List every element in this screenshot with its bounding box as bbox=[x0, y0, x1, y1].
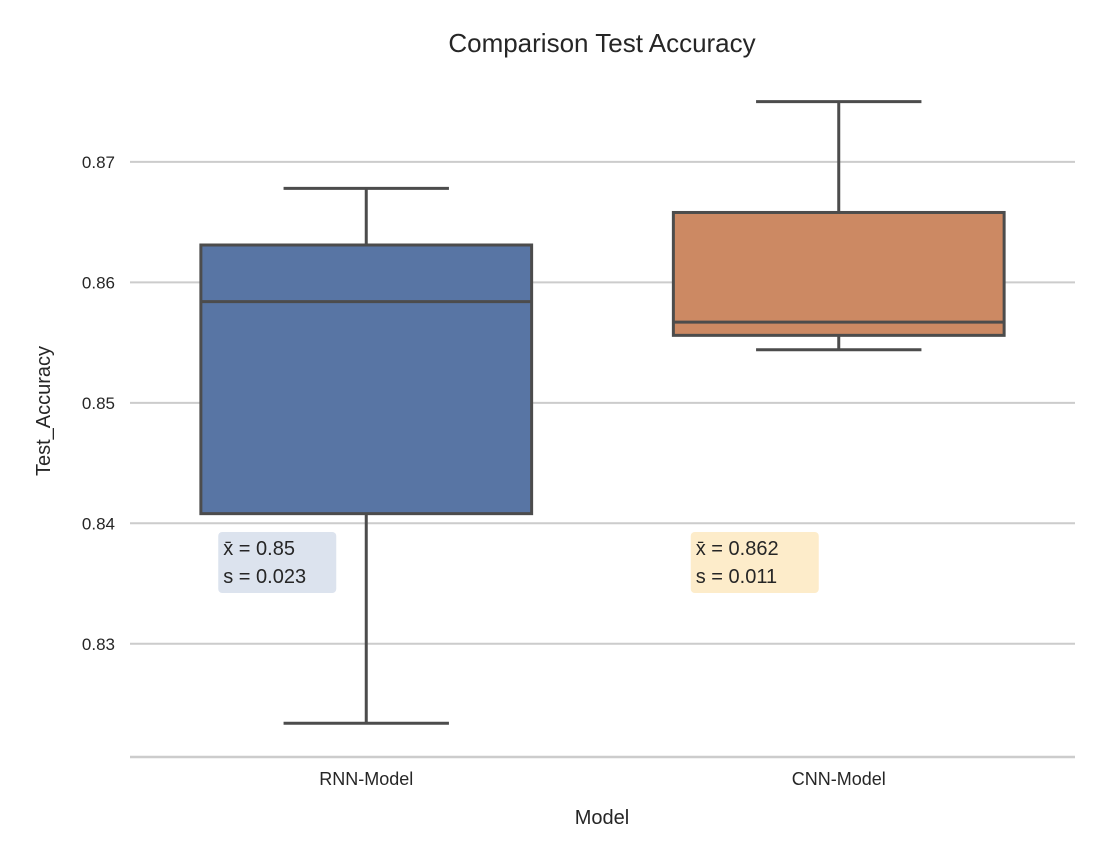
y-axis-label: Test_Accuracy bbox=[33, 346, 55, 476]
mean-annotation: x̄ = 0.85 bbox=[223, 538, 295, 560]
y-tick-label: 0.83 bbox=[82, 635, 115, 654]
y-tick-label: 0.84 bbox=[82, 514, 115, 533]
y-tick-label: 0.87 bbox=[82, 153, 115, 172]
x-axis-label: Model bbox=[575, 807, 629, 829]
sd-annotation: s = 0.011 bbox=[696, 566, 777, 588]
chart-title: Comparison Test Accuracy bbox=[448, 28, 755, 58]
mean-annotation: x̄ = 0.862 bbox=[696, 538, 779, 560]
box-rnn-model: RNN-Model x̄ = 0.85 s = 0.023 bbox=[199, 186, 534, 789]
box-cnn-model: CNN-Model x̄ = 0.862 s = 0.011 bbox=[671, 100, 1006, 789]
y-tick-label: 0.85 bbox=[82, 394, 115, 413]
iqr-box bbox=[199, 243, 534, 516]
sd-annotation: s = 0.023 bbox=[223, 566, 306, 588]
stats-annotation-box bbox=[690, 532, 819, 593]
iqr-box bbox=[671, 210, 1006, 337]
x-tick-label: CNN-Model bbox=[792, 769, 886, 789]
y-tick-label: 0.86 bbox=[82, 273, 115, 292]
x-tick-label: RNN-Model bbox=[319, 769, 413, 789]
stats-annotation-box bbox=[218, 532, 337, 593]
